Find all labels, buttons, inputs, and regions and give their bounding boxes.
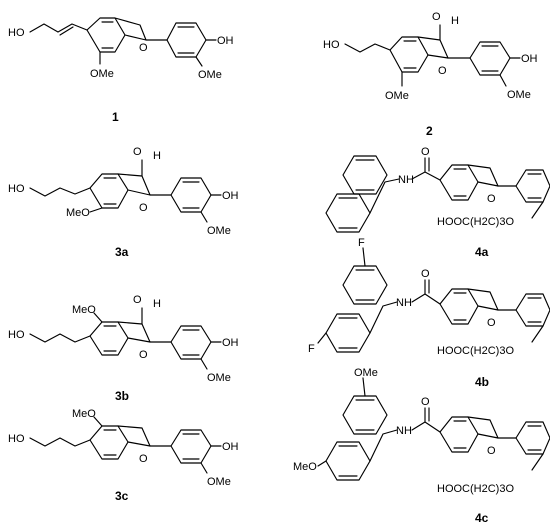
compound-id: 1 [112,110,119,124]
ome-label: OMe [198,69,222,81]
ome-label: OMe [207,372,231,384]
oh-label: OH [222,337,239,349]
ome-label: OMe [207,225,231,237]
compound-2: HO O H OH OMe OMe O 2 [323,11,538,138]
ring-oxygen-label: O [438,65,447,77]
ho-label: HO [8,329,25,341]
ring-oxygen-label: O [487,317,496,329]
compound-4c: OMe MeO NH O O HOOC(H2C)3O 4c [293,367,550,525]
oh-label: OH [222,190,239,202]
compound-4a: NH O O HOOC(H2C)3O 4a [325,146,550,259]
compound-1: HO OH OMe OMe O 1 [8,17,234,124]
oh-label: OH [222,441,239,453]
ome-label: OMe [385,90,409,102]
amide-oxygen-label: O [421,268,430,280]
ho-label: HO [323,39,340,51]
meo-label: MeO [66,207,90,219]
ring-oxygen-label: O [139,349,148,361]
fluorine-label: F [358,237,365,249]
compound-id: 3a [115,245,129,259]
compound-id: 2 [426,124,433,138]
ring-oxygen-label: O [139,453,148,465]
nh-label: NH [396,297,412,309]
compound-id: 4c [475,511,489,525]
acid-chain-label: HOOC(H2C)3O [437,216,514,228]
aldehyde-h-label: H [153,150,161,162]
compound-3a: HO O H OH OMe MeO O 3a [8,146,239,259]
meo-label: MeO [293,461,317,473]
aldehyde-h-label: H [153,298,161,310]
nh-label: NH [398,174,414,186]
fluorine-label: F [308,343,315,355]
compound-3c: HO OH OMe MeO O 3c [8,408,239,503]
compound-3b: HO O H OH OMe MeO O 3b [8,294,239,403]
aldehyde-h-label: H [451,15,459,27]
ho-label: HO [8,27,25,39]
amide-oxygen-label: O [421,396,430,408]
ring-oxygen-label: O [487,445,496,457]
compound-4b: F F NH O O HOOC(H2C)3O 4b [308,237,550,389]
oh-label: OH [217,35,234,47]
ome-label: OMe [90,68,114,80]
ho-label: HO [8,183,25,195]
amide-oxygen-label: O [421,146,430,158]
ome-label: OMe [354,367,378,379]
acid-chain-label: HOOC(H2C)3O [437,345,514,357]
ome-label: OMe [207,476,231,488]
aldehyde-oxygen-label: O [133,146,142,158]
aldehyde-oxygen-label: O [133,294,142,306]
acid-chain-label: HOOC(H2C)3O [437,483,514,495]
meo-label: MeO [72,304,96,316]
ome-label: OMe [507,89,531,101]
ring-oxygen-label: O [487,193,496,205]
compound-id: 3b [115,389,129,403]
ho-label: HO [8,433,25,445]
aldehyde-oxygen-label: O [432,11,441,23]
compound-id: 4a [475,245,489,259]
ring-oxygen-label: O [139,42,148,54]
nh-label: NH [396,425,412,437]
oh-label: OH [521,53,538,65]
ring-oxygen-label: O [139,202,148,214]
compound-id: 4b [475,375,489,389]
compound-id: 3c [115,489,129,503]
meo-label: MeO [72,408,96,420]
